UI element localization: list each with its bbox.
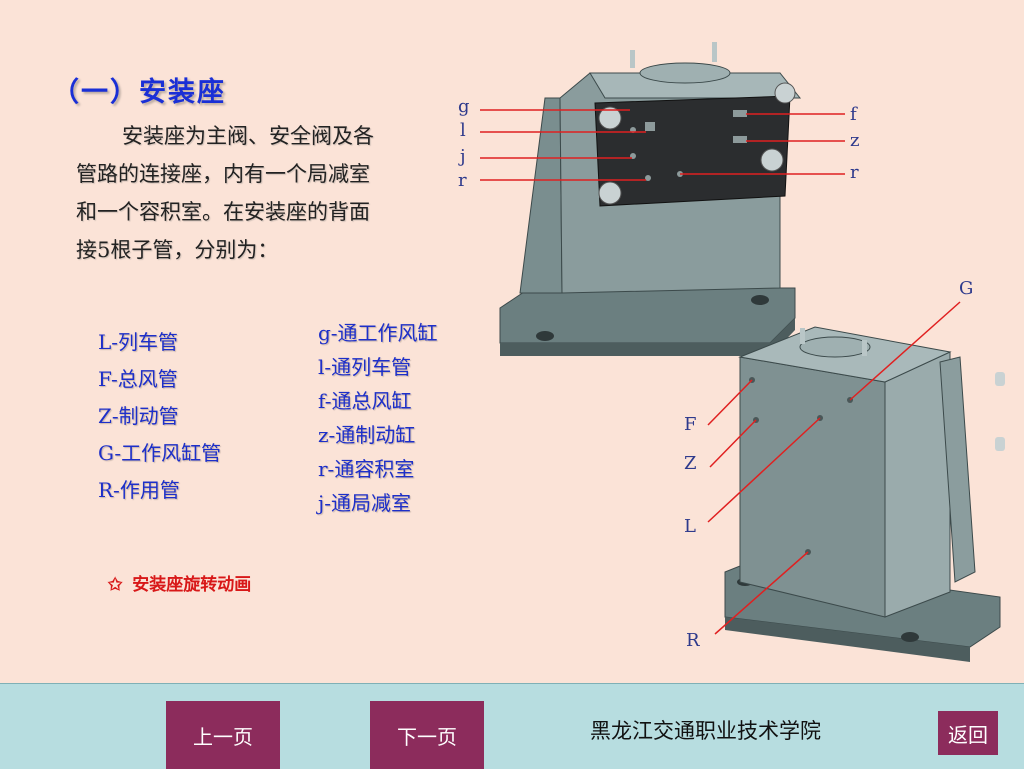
school-name: 黑龙江交通职业技术学院 <box>590 719 821 743</box>
mounting-seat-rear-diagram: G F Z L R <box>684 278 1005 662</box>
label-l: l <box>460 120 466 141</box>
list-item: f-通总风缸 <box>318 389 412 413</box>
list-item: r-通容积室 <box>318 457 415 481</box>
label-R: R <box>686 630 700 651</box>
pipe-list: L-列车管 F-总风管 Z-制动管 G-工作风缸管 R-作用管 <box>98 324 221 509</box>
label-z: z <box>850 130 859 151</box>
label-f: f <box>850 104 858 125</box>
next-page-button[interactable]: 下一页 <box>370 701 484 769</box>
label-L: L <box>684 516 696 537</box>
label-g: g <box>458 96 470 117</box>
label-G: G <box>959 278 973 299</box>
list-item: F-总风管 <box>98 367 178 391</box>
list-item: j-通局减室 <box>318 491 411 515</box>
label-j: j <box>458 146 466 167</box>
rotation-animation-link[interactable]: ✩ 安装座旋转动画 <box>108 570 251 595</box>
list-item: R-作用管 <box>98 478 180 502</box>
mounting-seat-front-diagram: g l j r f z r <box>458 42 859 356</box>
previous-page-button[interactable]: 上一页 <box>166 701 280 769</box>
list-item: Z-制动管 <box>98 404 179 428</box>
label-r-left: r <box>458 170 467 191</box>
rotation-animation-label: 安装座旋转动画 <box>132 575 252 595</box>
label-r-right: r <box>850 162 859 183</box>
list-item: l-通列车管 <box>318 355 412 379</box>
list-item: G-工作风缸管 <box>98 441 222 465</box>
page-title: （一）安装座 <box>52 77 226 108</box>
label-F: F <box>684 414 697 435</box>
star-icon: ✩ <box>108 575 123 595</box>
footer-bar: 上一页 下一页 黑龙江交通职业技术学院 返回 <box>0 683 1024 769</box>
list-item: L-列车管 <box>98 330 179 354</box>
back-button[interactable]: 返回 <box>938 711 998 755</box>
description-paragraph: 安装座为主阀、安全阀及各管路的连接座，内有一个局减室和一个容积室。在安装座的背面… <box>76 124 374 262</box>
label-Z: Z <box>684 453 697 474</box>
list-item: g-通工作风缸 <box>318 321 438 345</box>
list-item: z-通制动缸 <box>318 423 416 447</box>
port-list: g-通工作风缸 l-通列车管 f-通总风缸 z-通制动缸 r-通容积室 j-通局… <box>318 316 438 520</box>
slide-content: （一）安装座 安装座为主阀、安全阀及各管路的连接座，内有一个局减室和一个容积室。… <box>52 42 1005 662</box>
